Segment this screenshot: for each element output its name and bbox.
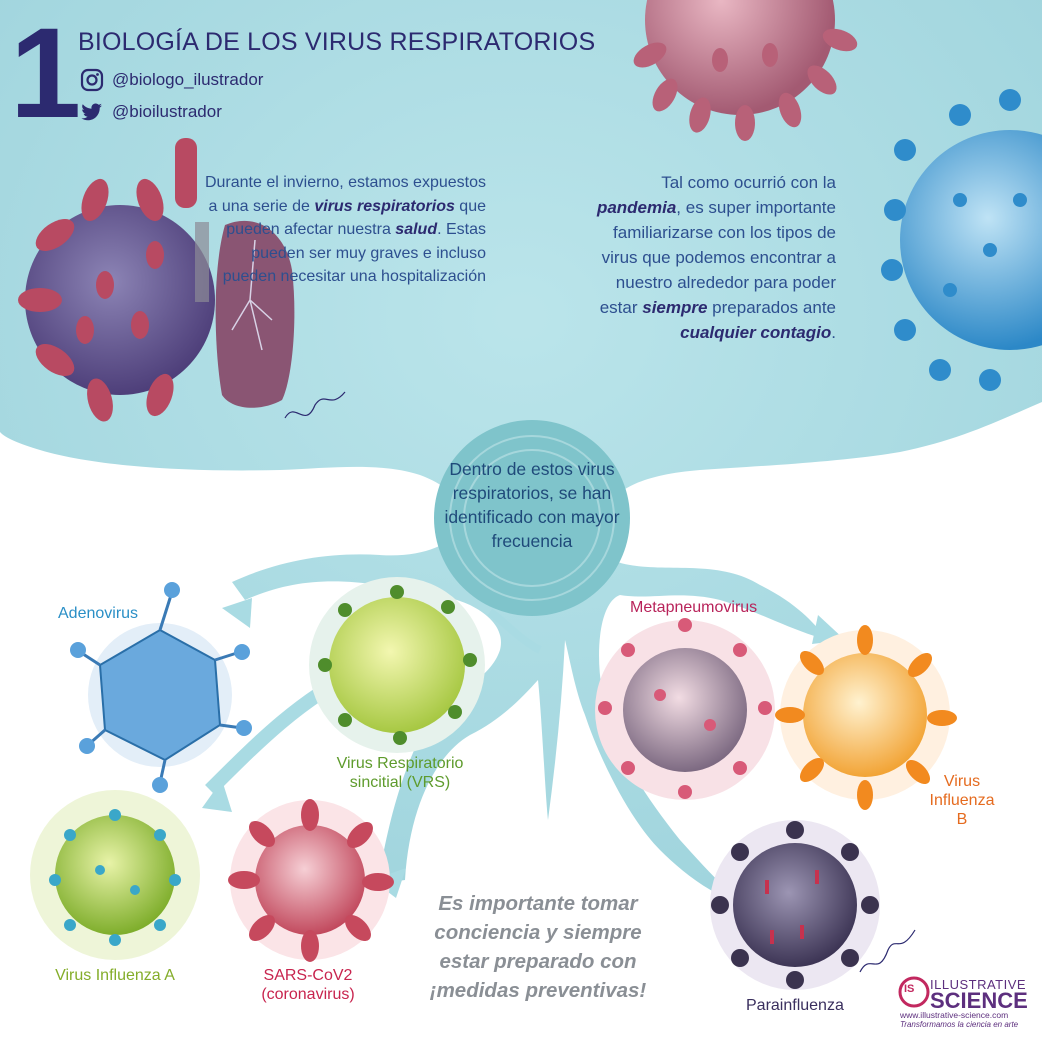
intro-right-emphasis-siempre: siempre <box>642 298 708 317</box>
intro-left-emphasis-salud: salud <box>395 221 438 238</box>
label-influenza-b: Virus Influenza B <box>929 773 995 828</box>
intro-left-part1: Durante el invierno, estamos expuestos a… <box>204 174 486 215</box>
label-parainfluenza: Parainfluenza <box>746 997 844 1014</box>
artist-signature <box>284 391 916 973</box>
arrow-to-adenovirus <box>222 598 252 628</box>
parainfluenza-illustration <box>710 820 880 990</box>
sarscov2-illustration <box>228 799 394 962</box>
influenza-b-illustration <box>775 625 957 810</box>
adenovirus-illustration <box>70 582 252 793</box>
intro-right-part1: Tal como ocurrió con la <box>661 173 836 192</box>
label-sarscov2: SARS-CoV2 (coronavirus) <box>261 967 355 1003</box>
left-virus-illustration <box>18 138 295 422</box>
influenza-a-illustration <box>30 790 200 960</box>
metapneumovirus-illustration <box>595 618 775 800</box>
intro-right-text: Tal como ocurrió con la pandemia, es sup… <box>576 170 836 345</box>
twitter-row[interactable]: @bioilustrador <box>80 100 222 124</box>
intro-right-emphasis-pandemia: pandemia <box>596 198 677 217</box>
instagram-icon <box>80 68 104 92</box>
center-text: Dentro de estos virus respiratorios, se … <box>444 459 620 551</box>
brand-name-top: ILLUSTRATIVE <box>930 977 1027 992</box>
brand-tagline: Transformamos la ciencia en arte <box>900 1020 1019 1029</box>
intro-right-emphasis-contagio: cualquier contagio <box>680 323 832 342</box>
intro-right-part3: preparados ante <box>707 298 836 317</box>
twitter-handle: @bioilustrador <box>112 102 222 121</box>
vrs-illustration <box>309 577 485 753</box>
prevention-note: Es importante tomar conciencia y siempre… <box>429 892 647 1002</box>
illustrative-science-logo <box>898 976 930 1008</box>
arrow-to-influenza-a <box>202 780 232 812</box>
blue-virus-right <box>881 89 1042 391</box>
intro-right-part4: . <box>831 323 836 342</box>
twitter-icon <box>81 103 102 121</box>
brand-logo-text: IS <box>904 983 915 995</box>
section-number: 1 <box>10 2 81 145</box>
intro-left-part3: . Estas pueden ser muy graves e incluso … <box>222 221 486 285</box>
center-circle <box>434 420 630 616</box>
brand-name-bottom: SCIENCE <box>930 988 1028 1013</box>
intro-left-part2: que pueden afectar nuestra <box>226 197 486 239</box>
label-metapneumovirus: Metapneumovirus <box>630 599 758 616</box>
label-vrs: Virus Respiratorio sincitial (VRS) <box>336 755 464 791</box>
intro-left-text: Durante el invierno, estamos expuestos a… <box>196 171 486 289</box>
pink-virus-top <box>633 0 858 141</box>
intro-right-part2: , es super importante familiarizarse con… <box>599 198 836 317</box>
brand-block[interactable]: IS ILLUSTRATIVE SCIENCE www.illustrative… <box>900 977 1040 1029</box>
brand-url[interactable]: www.illustrative-science.com <box>900 1010 1009 1020</box>
page-title: BIOLOGÍA DE LOS VIRUS RESPIRATORIOS <box>78 28 596 56</box>
label-adenovirus: Adenovirus <box>58 605 139 622</box>
label-influenza-a: Virus Influenza A <box>55 967 175 984</box>
instagram-handle: @biologo_ilustrador <box>112 70 264 89</box>
intro-left-emphasis-virus: virus respiratorios <box>314 197 455 215</box>
instagram-row[interactable]: @biologo_ilustrador <box>80 68 263 92</box>
